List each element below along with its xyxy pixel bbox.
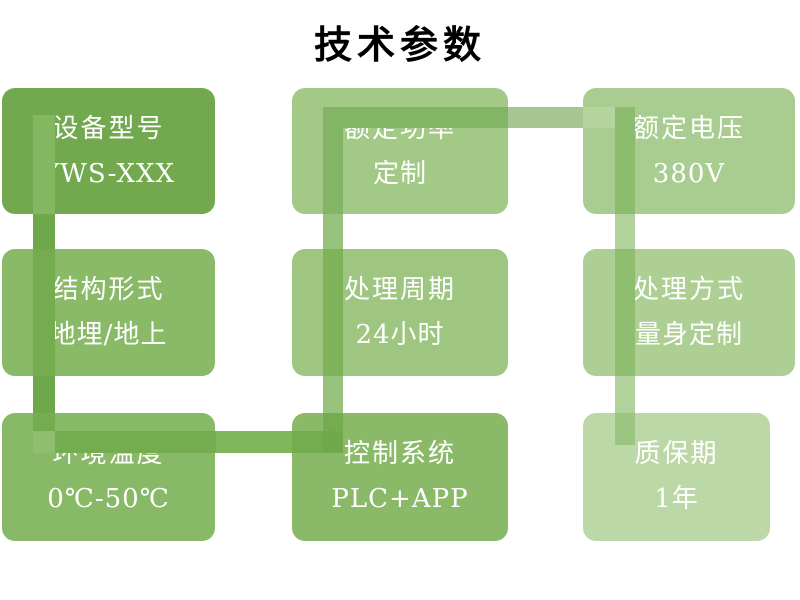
connector-segment <box>323 214 343 249</box>
box-label: 额定功率 <box>343 114 456 144</box>
box-value: 0℃-50℃ <box>47 483 170 514</box>
connector-segment <box>508 107 583 128</box>
box-label: 环境温度 <box>52 439 165 469</box>
page-title: 技术参数 <box>313 23 486 67</box>
box-value: 24小时 <box>355 319 445 350</box>
box-device-model: 设备型号 YWS-XXX <box>2 88 215 214</box>
box-label: 控制系统 <box>343 439 456 469</box>
box-value: 定制 <box>372 158 427 189</box>
box-value: 地埋/地上 <box>49 319 168 350</box>
box-value: PLC+APP <box>331 483 469 514</box>
box-structure-type: 结构形式 地埋/地上 <box>2 249 215 376</box>
box-treatment-cycle: 处理周期 24小时 <box>292 249 508 376</box>
box-treatment-method: 处理方式 量身定制 <box>583 249 795 376</box>
box-ambient-temperature: 环境温度 0℃-50℃ <box>2 413 215 541</box>
box-value: 380V <box>652 158 726 189</box>
box-rated-power: 额定功率 定制 <box>292 88 508 214</box>
box-warranty-period: 质保期 1年 <box>583 413 770 541</box>
box-label: 结构形式 <box>52 275 165 305</box>
box-label: 设备型号 <box>52 114 165 144</box>
box-label: 处理方式 <box>632 275 745 305</box>
connector-segment <box>33 214 55 249</box>
box-control-system: 控制系统 PLC+APP <box>292 413 508 541</box>
connector-segment <box>615 214 635 249</box>
box-label: 质保期 <box>634 439 719 469</box>
box-value: 1年 <box>654 483 699 514</box>
box-label: 额定电压 <box>632 114 745 144</box>
connector-segment <box>33 376 55 413</box>
connector-segment <box>615 376 635 413</box>
box-value: YWS-XXX <box>41 158 176 189</box>
connector-segment <box>323 376 343 413</box>
box-rated-voltage: 额定电压 380V <box>583 88 795 214</box>
box-value: 量身定制 <box>634 319 743 350</box>
connector-segment <box>216 431 292 453</box>
box-label: 处理周期 <box>343 275 456 305</box>
